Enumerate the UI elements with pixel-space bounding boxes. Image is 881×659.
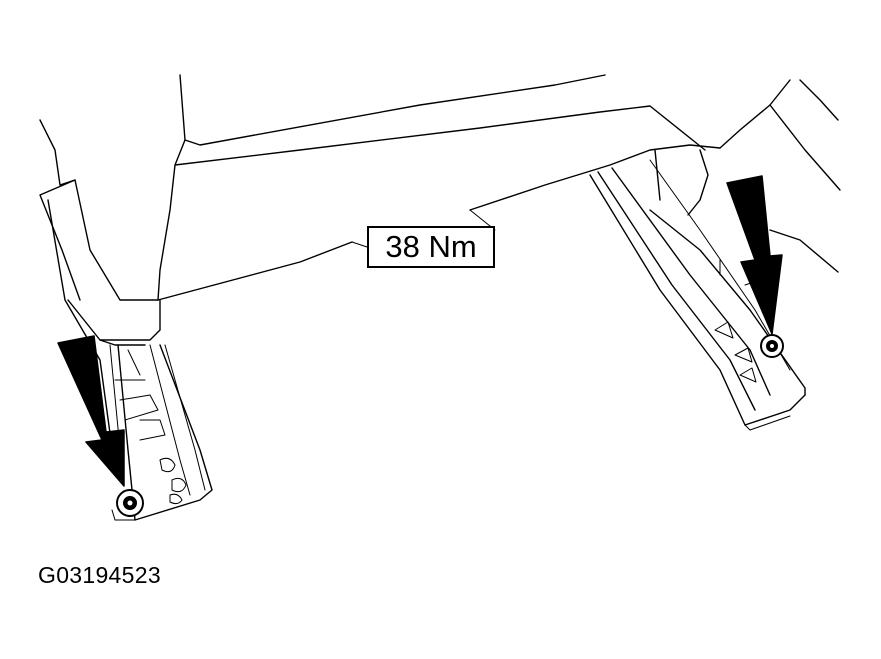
- left-bolt-icon: [116, 489, 144, 517]
- seat-outline: [39, 74, 841, 301]
- right-arrow-down-icon: [726, 175, 783, 335]
- left-seat-track: [47, 199, 213, 521]
- left-arrow-down-icon: [57, 335, 125, 487]
- right-bolt-icon: [760, 334, 784, 358]
- torque-spec-label: 38 Nm: [367, 226, 495, 268]
- figure-id: G03194523: [38, 562, 161, 588]
